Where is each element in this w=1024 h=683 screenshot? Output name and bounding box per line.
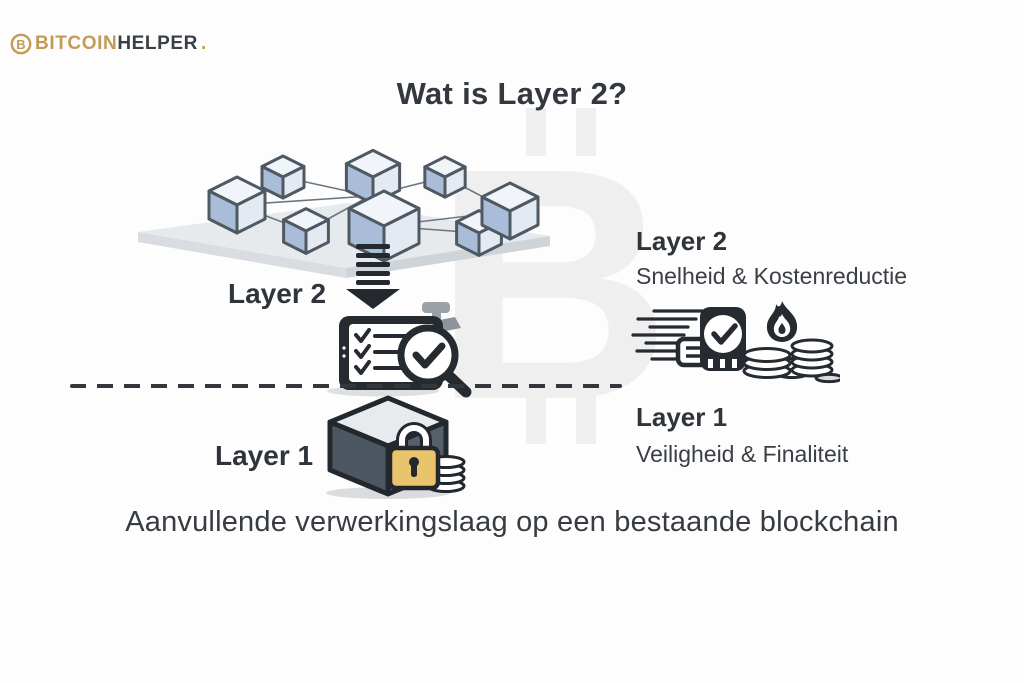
burn-coins-icon [742, 301, 840, 384]
padlock-icon [387, 422, 441, 491]
locked-cube-icon [326, 395, 466, 499]
bitcoin-logo-icon: B [10, 33, 32, 55]
bitcoin-watermark-icon: B [433, 99, 671, 468]
svg-text:B: B [433, 99, 671, 468]
logo-dot: . [200, 33, 207, 54]
magnifier-icon [397, 324, 472, 398]
speed-timer-icon [631, 307, 746, 371]
down-arrow-icon [346, 244, 400, 309]
layer1-heading: Layer 1 [636, 402, 728, 432]
checklist-magnifier-icon [327, 302, 472, 398]
caption-text: Aanvullende verwerkingslaag op een besta… [125, 506, 899, 538]
layer2-subtitle: Snelheid & Kostenreductie [636, 263, 908, 289]
blockchain-network-icon [138, 148, 550, 278]
coin-stacks [742, 338, 840, 384]
layer2-label: Layer 2 [228, 278, 327, 309]
bitcoin-b-glyph: B [16, 37, 25, 52]
layer1-label: Layer 1 [215, 440, 314, 471]
dashed-divider [70, 384, 622, 388]
logo-word-bitcoin: BITCOIN [35, 33, 118, 54]
layer1-subtitle: Veiligheid & Finaliteit [636, 441, 849, 467]
page-title: Wat is Layer 2? [396, 76, 628, 111]
logo-word-helper: HELPER [117, 33, 198, 54]
layer2-heading: Layer 2 [636, 226, 728, 256]
